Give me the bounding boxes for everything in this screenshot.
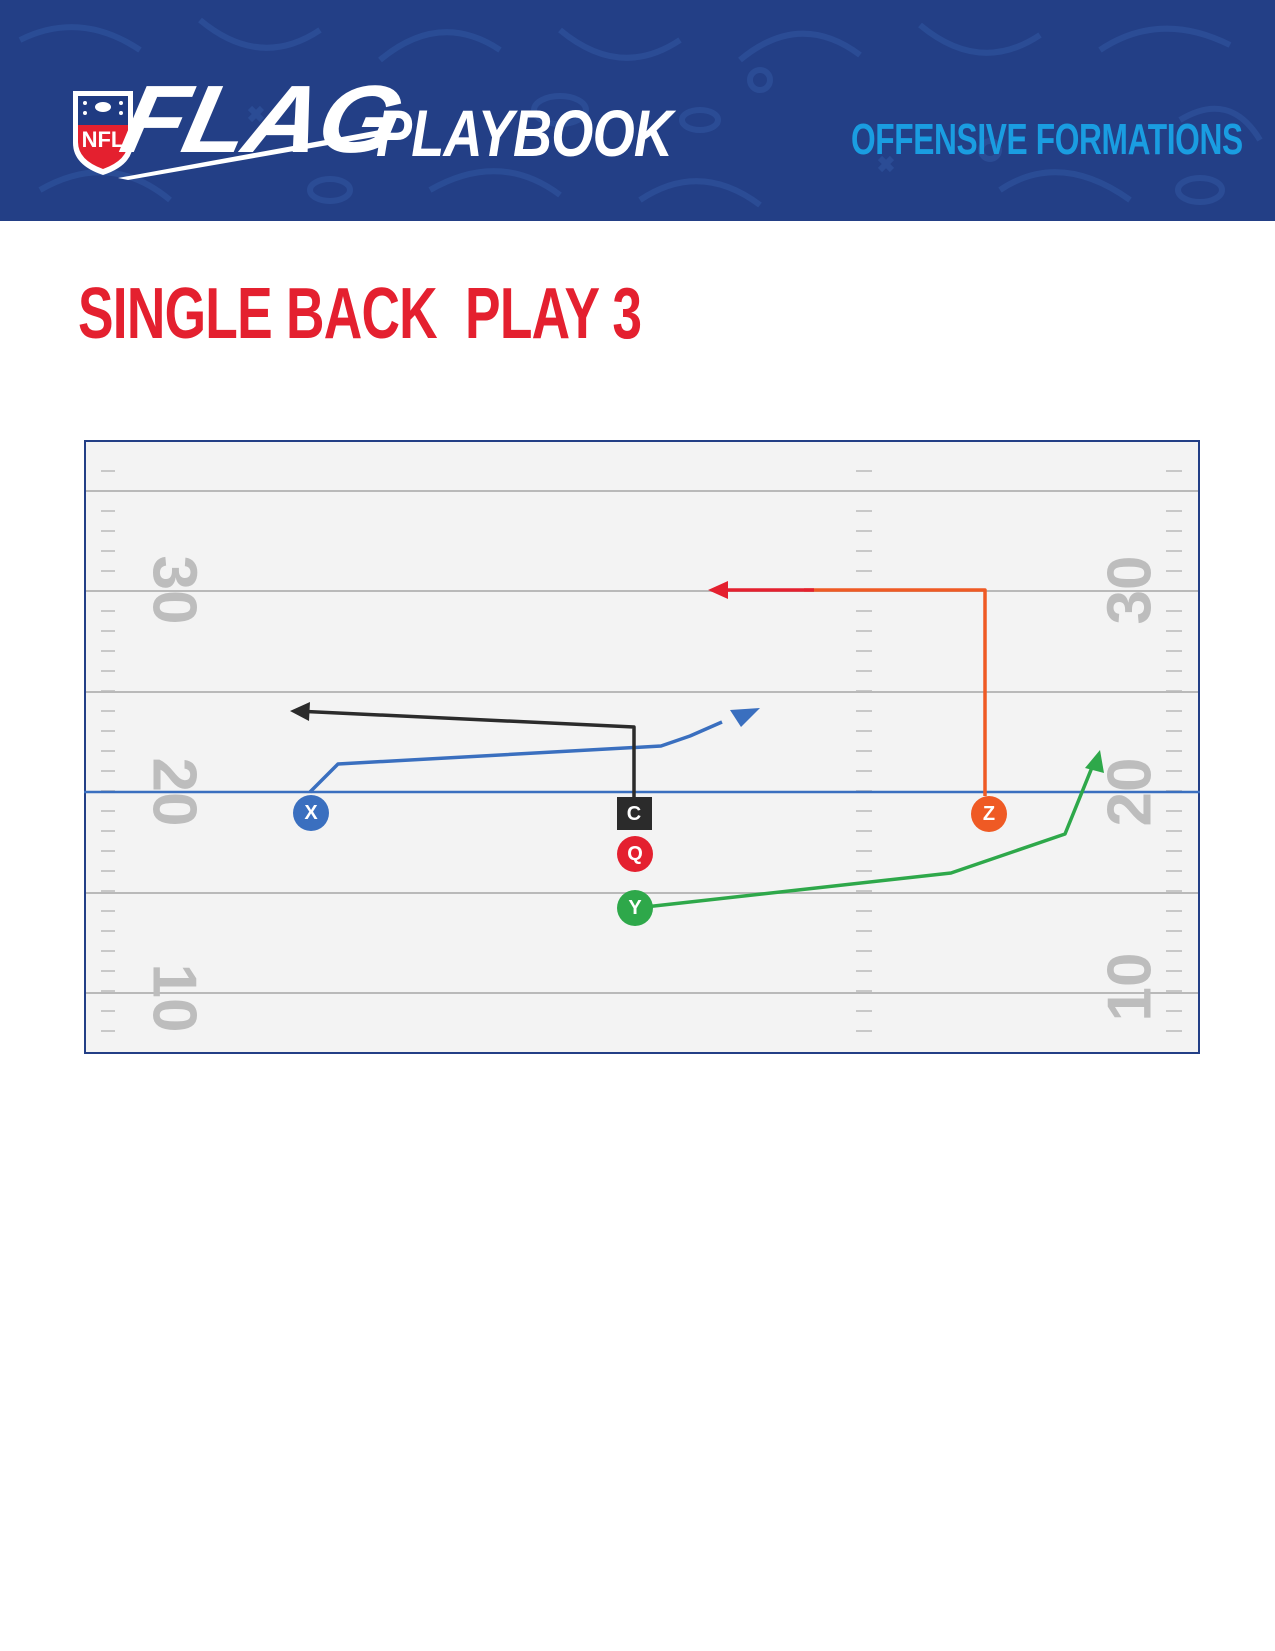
route-z-arrowhead xyxy=(708,581,728,599)
yard-lines xyxy=(86,490,1198,994)
yard-number-right-10: 10 xyxy=(1096,953,1165,1022)
player-c: C xyxy=(617,797,652,830)
route-z-stem xyxy=(804,588,987,796)
player-z: Z xyxy=(971,796,1007,832)
route-y xyxy=(635,759,1097,910)
flag-swoosh xyxy=(118,130,380,180)
player-c-label: C xyxy=(627,803,641,825)
page-header: NFL FLAG PLAYBOOK OFFENSIVE FORMATIONS xyxy=(0,0,1275,221)
section-title: OFFENSIVE FORMATIONS xyxy=(851,115,1243,164)
route-x xyxy=(308,720,723,794)
yard-number-right-20: 20 xyxy=(1096,758,1165,827)
player-x: X xyxy=(293,795,329,831)
route-x-arrowhead xyxy=(730,708,760,727)
player-x-label: X xyxy=(304,802,318,824)
nfl-shield-logo: NFL xyxy=(73,91,133,175)
play-title: SINGLE BACK PLAY 3 xyxy=(78,274,642,354)
yard-number-left-30: 30 xyxy=(140,556,209,625)
yard-number-left-20: 20 xyxy=(140,758,209,827)
player-y: Y xyxy=(617,890,653,926)
player-q: Q xyxy=(617,836,653,872)
player-y-label: Y xyxy=(628,897,642,919)
route-c xyxy=(295,709,636,798)
yard-number-right-30: 30 xyxy=(1096,556,1165,625)
route-c-arrowhead xyxy=(290,702,310,721)
header-pattern xyxy=(18,17,1263,208)
football-field: 30 20 10 30 20 10 X C Q Y xyxy=(84,440,1200,1054)
playbook-wordmark: PLAYBOOK xyxy=(376,96,673,170)
yard-number-left-10: 10 xyxy=(140,964,209,1033)
player-q-label: Q xyxy=(627,843,643,865)
player-z-label: Z xyxy=(983,803,995,825)
svg-text:NFL: NFL xyxy=(82,127,125,152)
route-y-arrowhead xyxy=(1085,750,1104,773)
